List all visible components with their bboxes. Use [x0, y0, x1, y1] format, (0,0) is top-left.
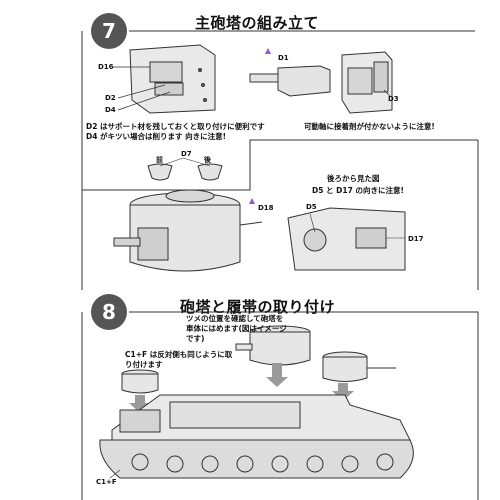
step7-title: 主砲塔の組み立て	[195, 14, 320, 32]
tank-hull-drawing	[111, 394, 411, 441]
rear-view-note: D5 と D17 の向きに注意!	[312, 186, 404, 195]
tank-tracks-drawing	[99, 439, 414, 479]
note-glue-warning: 可動軸に接着剤が付かないように注意!	[304, 122, 435, 131]
rear-view-turret-drawing	[287, 207, 406, 271]
label-d7: D7	[181, 150, 192, 158]
label-rear: 後	[204, 156, 211, 164]
label-d5: D5	[306, 203, 317, 211]
step8-note-line4: C1+F は反対側も同じように取	[125, 350, 233, 359]
step8-note-line3: です)	[186, 334, 205, 343]
part-d7-pair	[147, 163, 223, 181]
label-d2: D2	[105, 94, 116, 102]
label-d18: D18	[258, 204, 274, 212]
label-d16: D16	[98, 63, 114, 71]
label-front: 前	[156, 156, 163, 164]
note-d2-support: D2 はサポート材を残しておくと取り付けに便利です	[86, 122, 265, 131]
label-d4: D4	[105, 106, 116, 114]
step8-number-badge: 8	[91, 294, 127, 330]
step7-number-badge: 7	[91, 13, 127, 49]
down-arrows	[129, 363, 354, 413]
step8-note-line5: り付けます	[125, 360, 163, 369]
rear-view-title: 後ろから見た図	[327, 174, 380, 183]
label-c1f: C1+F	[96, 478, 117, 486]
sub-turret-drawing	[322, 351, 396, 382]
gun-part-d1	[249, 65, 331, 97]
label-d17: D17	[408, 235, 424, 243]
step8-note-line1: ツメの位置を確認して砲塔を	[186, 314, 284, 323]
step7-diagram-lines	[81, 30, 479, 290]
label-d3: D3	[388, 95, 399, 103]
small-turret-drawing	[121, 369, 159, 394]
assembled-turret-drawing	[113, 189, 263, 272]
turret-with-gun-drawing	[341, 51, 393, 114]
main-turret-drawing	[235, 325, 311, 366]
step8-note-line2: 車体にはめます(図はイメージ	[186, 324, 287, 333]
note-d4-trim: D4 がキツい場合は削ります 向きに注意!	[86, 132, 227, 141]
label-d1: D1	[278, 54, 289, 62]
